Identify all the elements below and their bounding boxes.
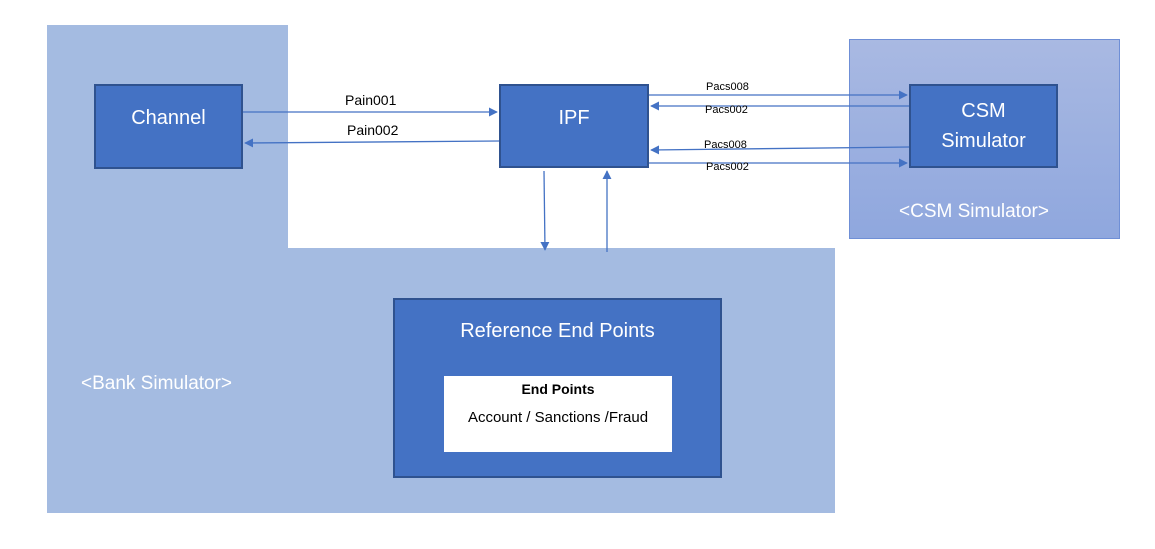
msg-pain001-label: Pain001 (345, 92, 397, 108)
msg-pacs002-label-2: Pacs002 (706, 161, 749, 173)
ipf-label: IPF (558, 106, 590, 129)
msg-pacs008-label-2: Pacs008 (704, 139, 747, 151)
arrow-ipf-to-channel (244, 138, 500, 148)
msg-pacs002-label-1: Pacs002 (705, 104, 748, 116)
csm-simulator-box: CSM Simulator (909, 84, 1058, 168)
msg-pain002-label: Pain002 (347, 122, 399, 138)
reference-end-points-title: Reference End Points (460, 320, 655, 342)
channel-box: Channel (94, 84, 243, 169)
msg-pacs008-label-1: Pacs008 (706, 81, 749, 93)
end-points-items: Account / Sanctions /Fraud (467, 409, 649, 426)
arrow-csm-to-ipf-2 (650, 145, 910, 155)
bank-simulator-label: <Bank Simulator> (81, 373, 233, 394)
arrow-ipf-to-reference (540, 170, 550, 251)
csm-simulator-label: <CSM Simulator> (899, 201, 1049, 222)
ipf-box: IPF (499, 84, 649, 168)
end-points-title: End Points (521, 381, 595, 397)
end-points-box: End Points Account / Sanctions /Fraud (443, 375, 673, 453)
channel-label: Channel (131, 107, 206, 129)
csm-simulator-region (849, 39, 1120, 239)
csm-label-line2: Simulator (941, 130, 1026, 152)
csm-label-line1: CSM (961, 100, 1006, 122)
